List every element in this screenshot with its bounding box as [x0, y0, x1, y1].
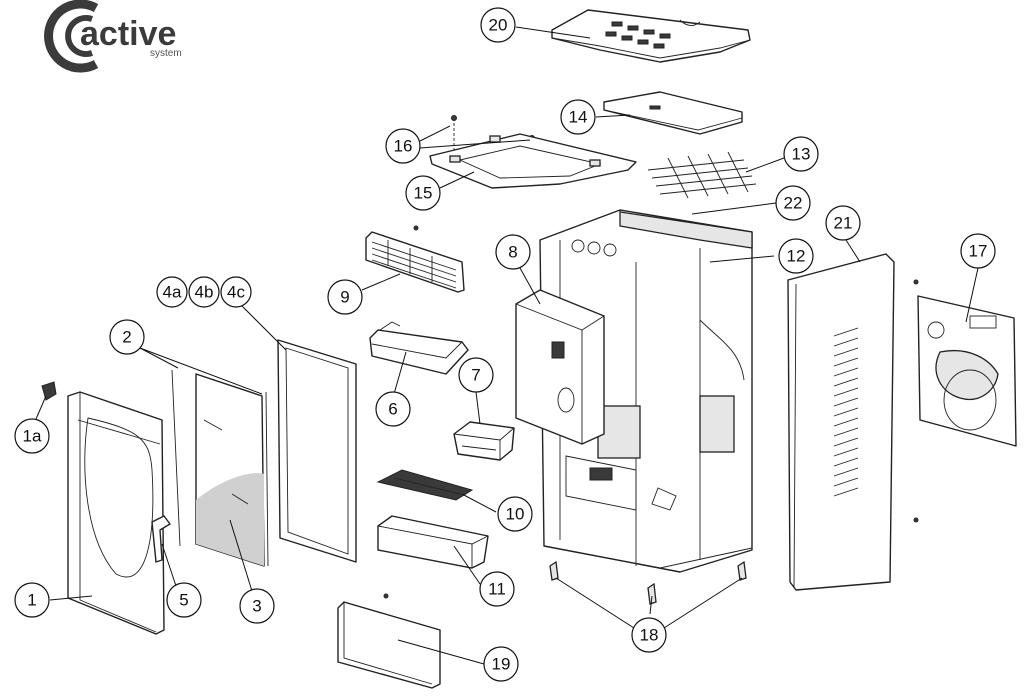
callout-6: 6 — [375, 391, 411, 427]
part-gaskets — [171, 369, 269, 567]
callout-2: 2 — [109, 319, 145, 355]
callout-9: 9 — [327, 279, 363, 315]
part-side-panel — [787, 253, 919, 591]
callout-label: 16 — [394, 137, 413, 156]
part-glass-frame — [277, 339, 357, 563]
callout-19: 19 — [483, 646, 519, 682]
callout-14: 14 — [560, 99, 596, 135]
callout-18: 18 — [631, 617, 667, 653]
callout-1: 1 — [14, 582, 50, 618]
logo-inner-arc — [65, 15, 93, 57]
part-top-frame — [429, 133, 637, 189]
callout-22: 22 — [775, 185, 811, 221]
callout-1a: 1a — [14, 418, 50, 454]
callout-3: 3 — [239, 588, 275, 624]
brand-logo: active system — [44, 0, 182, 73]
callout-label: 17 — [969, 242, 988, 261]
callout-label: 18 — [640, 626, 659, 645]
callout-8: 8 — [495, 234, 531, 270]
callout-label: 1 — [27, 591, 36, 610]
brand-name: active — [80, 15, 176, 53]
callout-label: 9 — [340, 288, 349, 307]
callout-7: 7 — [458, 357, 494, 393]
callout-label: 14 — [569, 108, 588, 127]
callout-label: 10 — [506, 505, 525, 524]
leader-lines — [35, 26, 979, 665]
callout-4c: 4c — [220, 276, 252, 308]
callout-label: 8 — [508, 243, 517, 262]
callout-20: 20 — [480, 7, 516, 43]
callout-label: 4c — [227, 283, 245, 302]
part-glass — [195, 373, 265, 567]
callout-15: 15 — [405, 175, 441, 211]
callout-label: 2 — [122, 328, 131, 347]
callout-label: 6 — [388, 400, 397, 419]
callout-label: 22 — [784, 194, 803, 213]
part-feet — [549, 560, 747, 605]
callout-label: 21 — [834, 214, 853, 233]
callout-label: 4b — [195, 283, 214, 302]
part-ash-drawer — [377, 515, 489, 569]
callout-label: 15 — [414, 184, 433, 203]
callout-21: 21 — [825, 205, 861, 241]
callout-label: 20 — [489, 16, 508, 35]
callout-11: 11 — [479, 571, 515, 607]
part-door — [67, 391, 165, 635]
callout-label: 5 — [179, 591, 188, 610]
part-ash-grate — [376, 469, 474, 501]
callout-13: 13 — [783, 136, 819, 172]
callout-label: 19 — [492, 655, 511, 674]
part-lid-plate — [603, 91, 743, 135]
part-mesh-grid — [647, 151, 757, 199]
part-front-grille — [365, 225, 465, 293]
callout-label: 3 — [252, 597, 261, 616]
part-lower-panel — [337, 593, 441, 689]
callout-label: 4a — [163, 283, 182, 302]
part-back-plate — [917, 295, 1017, 447]
part-hopper-door — [515, 289, 605, 445]
part-bracket — [369, 321, 469, 375]
part-handle — [151, 515, 171, 563]
part-burn-pot — [453, 421, 515, 461]
callout-12: 12 — [778, 238, 814, 274]
part-main-body — [539, 209, 753, 573]
callout-label: 12 — [787, 247, 806, 266]
callout-label: 13 — [792, 145, 811, 164]
callout-10: 10 — [497, 496, 533, 532]
callout-5: 5 — [166, 582, 202, 618]
callout-4a: 4a — [156, 276, 188, 308]
callout-4b: 4b — [188, 276, 220, 308]
callout-16: 16 — [385, 128, 421, 164]
part-top-cover — [551, 9, 751, 63]
callout-label: 7 — [471, 366, 480, 385]
callout-label: 11 — [488, 580, 506, 599]
callout-17: 17 — [960, 233, 996, 269]
brand-tagline: system — [150, 48, 182, 59]
callout-label: 1a — [23, 427, 42, 446]
part-door-clip — [41, 381, 57, 401]
logo-outer-arc — [44, 0, 99, 73]
